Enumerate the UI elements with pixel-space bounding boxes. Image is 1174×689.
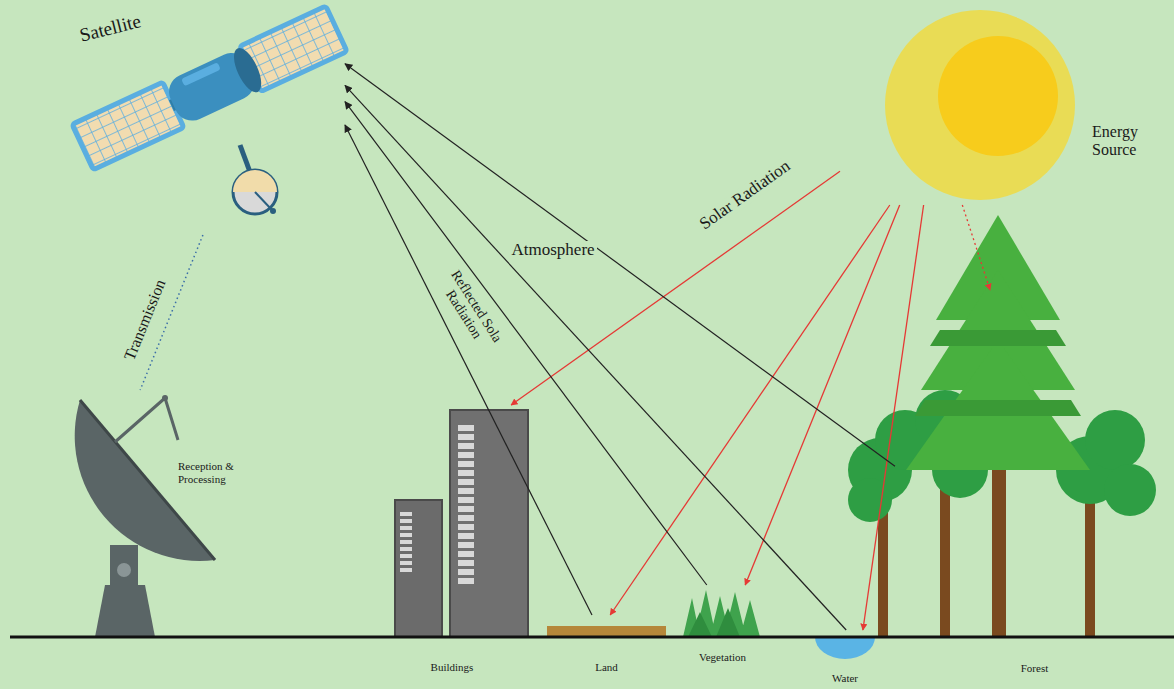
ground-dish: [115, 398, 178, 442]
building-window: [458, 560, 474, 566]
building-window: [400, 547, 412, 551]
land-strip: [547, 626, 666, 637]
satellite-antenna: [233, 170, 277, 192]
building-window: [458, 452, 474, 458]
building-window: [400, 533, 412, 537]
node-label: Vegetation: [680, 651, 765, 664]
vegetation-symbol: [688, 608, 740, 637]
sun-symbol: [938, 36, 1058, 156]
building-window: [458, 470, 474, 476]
building-window: [458, 542, 474, 548]
satellite-antenna: [233, 170, 277, 214]
vegetation-symbol: [683, 590, 760, 637]
building-window: [400, 540, 412, 544]
building-window: [400, 526, 412, 530]
node-label: Satellite: [77, 4, 170, 47]
forest-symbol: [915, 330, 1081, 416]
node-label: Buildings: [392, 661, 512, 674]
node-label: Water: [805, 672, 885, 685]
forest-symbol: [878, 500, 888, 637]
water-pool: [815, 637, 875, 659]
illustration-node: Reception & Processing: [70, 390, 250, 640]
building-window: [400, 561, 412, 565]
radiation-arrow: [345, 85, 846, 630]
satellite-antenna: [240, 145, 250, 172]
sun-symbol: [885, 10, 1075, 200]
forest-symbol: [848, 215, 1156, 637]
ground-dish: [117, 563, 131, 577]
satellite-symbol: [228, 44, 266, 96]
illustration-node: Energy Source: [840, 8, 1170, 205]
building-window: [458, 506, 474, 512]
radiation-arrow: [745, 205, 900, 585]
illustration-node: Buildings: [392, 405, 532, 682]
building-window: [458, 578, 474, 584]
radiation-arrow: [345, 102, 707, 585]
satellite-antenna: [255, 192, 272, 210]
building-window: [458, 443, 474, 449]
satellite-symbol: [72, 82, 184, 170]
radiation-arrow: [345, 125, 592, 615]
node-label: Energy Source: [1092, 123, 1167, 160]
illustration-node: Satellite: [65, 5, 345, 235]
buildings-symbol: [395, 410, 528, 637]
radiation-arrow: [610, 205, 890, 615]
node-label: Forest: [895, 662, 1174, 675]
building-window: [400, 519, 412, 523]
illustration-node: Land: [545, 615, 668, 680]
building-window: [458, 569, 474, 575]
edge-label: Transmission: [120, 275, 170, 365]
forest-symbol: [906, 215, 1090, 470]
edge-label: Solar Radiation: [695, 155, 796, 234]
vegetation-symbol: [683, 590, 760, 637]
building-window: [400, 554, 412, 558]
ground-dish: [75, 395, 215, 637]
building-window: [458, 488, 474, 494]
satellite-antenna: [270, 208, 276, 214]
building-window: [400, 512, 412, 516]
building-window: [400, 568, 412, 572]
ground-dish: [162, 395, 168, 401]
illustration-node: Forest: [895, 290, 1174, 682]
illustration-node: Water: [805, 630, 885, 688]
sun-symbol: [885, 10, 1075, 200]
forest-symbol: [1104, 464, 1156, 516]
building-window: [458, 533, 474, 539]
annotation-label: Atmosphere: [510, 241, 597, 260]
forest-symbol: [848, 478, 892, 522]
building-window: [458, 497, 474, 503]
forest-symbol: [906, 340, 1090, 470]
buildings-symbol: [450, 410, 528, 637]
buildings-symbol: [400, 425, 474, 584]
node-label: Reception & Processing: [178, 460, 250, 485]
building-window: [458, 524, 474, 530]
buildings-symbol: [395, 500, 442, 637]
forest-symbol: [940, 480, 950, 637]
annotation-label: Reflected Sola Radiation: [429, 258, 511, 362]
ground-dish: [110, 545, 138, 585]
radiation-arrow: [863, 205, 924, 630]
satellite-symbol: [181, 62, 221, 86]
radiation-arrow: [962, 205, 990, 290]
ground-dish: [95, 585, 155, 637]
illustration-node: Vegetation: [680, 585, 765, 670]
radiation-arrow: [511, 171, 840, 405]
forest-symbol: [930, 330, 1066, 346]
forest-symbol: [1085, 410, 1145, 470]
forest-symbol: [915, 400, 1081, 416]
building-window: [458, 425, 474, 431]
building-window: [458, 515, 474, 521]
building-window: [458, 479, 474, 485]
forest-symbol: [1085, 500, 1095, 637]
satellite-antenna: [233, 145, 277, 214]
node-label: Land: [545, 661, 668, 674]
ground-line: [10, 636, 1174, 639]
radiation-arrow: [345, 64, 895, 467]
building-window: [458, 461, 474, 467]
building-window: [458, 551, 474, 557]
building-window: [458, 434, 474, 440]
